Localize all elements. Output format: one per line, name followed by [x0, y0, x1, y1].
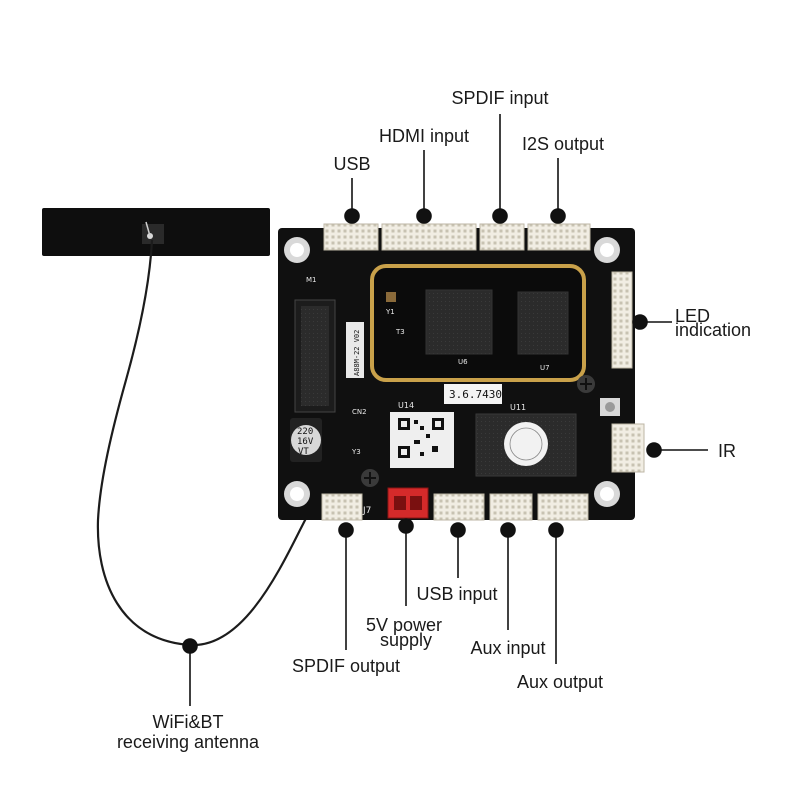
connector-spdif-out: [321, 493, 363, 521]
module-version: 3.6.7430: [449, 388, 502, 401]
label-led-line2: indication: [675, 320, 751, 340]
u6-label: U6: [458, 358, 468, 366]
callout-dot-icon: [646, 442, 662, 458]
label-antenna-line1: WiFi&BT: [153, 712, 224, 732]
screw-icon: [361, 375, 595, 487]
callout-dot-icon: [450, 522, 466, 538]
connector-ir: [611, 423, 645, 473]
connector-power: [387, 487, 429, 519]
connector-led: [611, 271, 633, 369]
callout-dot-icon: [500, 522, 516, 538]
callouts: [182, 114, 708, 706]
callout-dot-icon: [182, 638, 198, 654]
callout-dot-icon: [344, 208, 360, 224]
label-aux-output: Aux output: [517, 672, 603, 692]
label-ir: IR: [718, 441, 736, 461]
label-antenna-line2: receiving antenna: [117, 732, 260, 752]
label-spdif-input: SPDIF input: [451, 88, 548, 108]
callout-dot-icon: [398, 518, 414, 534]
label-i2s-output: I2S output: [522, 134, 604, 154]
cn2-label: CN2: [352, 408, 367, 416]
antenna-panel: [42, 208, 270, 256]
label-led-line1: LED: [675, 306, 710, 326]
cap-value-3: VT: [298, 447, 309, 457]
slot-label: A88M-22 V02: [353, 330, 361, 376]
connector-aux-out: [537, 493, 589, 521]
callout-dot-icon: [632, 314, 648, 330]
callout-dot-icon: [550, 208, 566, 224]
connector-usb-in: [433, 493, 485, 521]
wifi-chip: U14 Y3 CN2: [351, 401, 454, 468]
label-power-line2: supply: [380, 630, 432, 650]
label-aux-input: Aux input: [470, 638, 545, 658]
callout-dot-icon: [548, 522, 564, 538]
y3-label: Y3: [351, 448, 361, 456]
u11-label: U11: [510, 403, 526, 412]
label-spdif-output: SPDIF output: [292, 656, 400, 676]
soc-module: Y1 T3 U6 U7: [370, 264, 586, 382]
label-usb-input: USB input: [416, 584, 497, 604]
cap-value-2: 16V: [297, 437, 314, 447]
connector-aux-in: [489, 493, 533, 521]
mount-hole-icon: [284, 237, 620, 507]
callout-dot-icon: [416, 208, 432, 224]
connector-i2s: [527, 223, 591, 251]
version-sticker: 3.6.7430: [444, 384, 502, 404]
u7-label: U7: [540, 364, 550, 372]
label-usb: USB: [333, 154, 370, 174]
pcb-board: A88M-22 V02 M1 220 16V VT Y1 T3 U6 U7 3.…: [278, 228, 635, 520]
connector-usb: [323, 223, 379, 251]
connector-hdmi: [381, 223, 477, 251]
m2-slot: A88M-22 V02 M1: [294, 276, 364, 413]
capacitor: 220 16V VT: [290, 418, 322, 462]
y1-label: Y1: [385, 308, 395, 316]
antenna-cable: [96, 239, 351, 647]
j7-label: J7: [362, 506, 371, 516]
callout-dot-icon: [338, 522, 354, 538]
flash-chip: U11: [475, 403, 577, 477]
callout-dot-icon: [492, 208, 508, 224]
m1-label: M1: [306, 276, 317, 284]
label-hdmi-input: HDMI input: [379, 126, 469, 146]
label-power-line1: 5V power: [366, 615, 442, 635]
cap-value-1: 220: [297, 427, 313, 437]
t3-label: T3: [395, 328, 405, 336]
side-switch: [600, 398, 620, 416]
connector-spdif-in: [479, 223, 525, 251]
u14-label: U14: [398, 401, 414, 410]
